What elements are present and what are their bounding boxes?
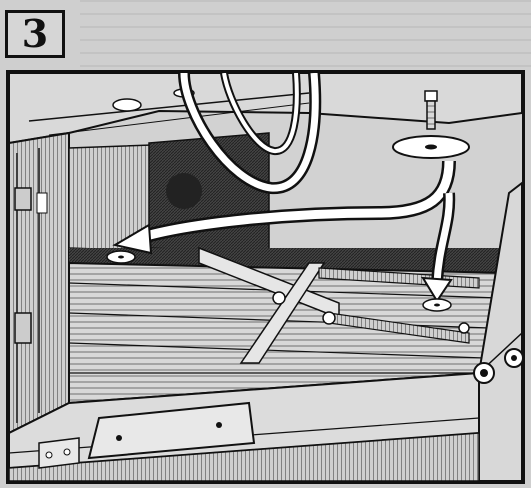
page-background-texture bbox=[80, 0, 531, 72]
steering-wheel bbox=[178, 73, 322, 195]
washer-icon bbox=[392, 135, 470, 159]
rocker-panel bbox=[9, 348, 522, 481]
bolt-icon bbox=[424, 90, 438, 130]
floor-pan-illustration bbox=[6, 70, 525, 484]
step-number: 3 bbox=[21, 11, 49, 56]
floor-mount-holes bbox=[106, 250, 452, 312]
door-pillar bbox=[9, 131, 70, 435]
arrow-icon bbox=[112, 160, 456, 303]
step-number-box: 3 bbox=[5, 10, 65, 58]
